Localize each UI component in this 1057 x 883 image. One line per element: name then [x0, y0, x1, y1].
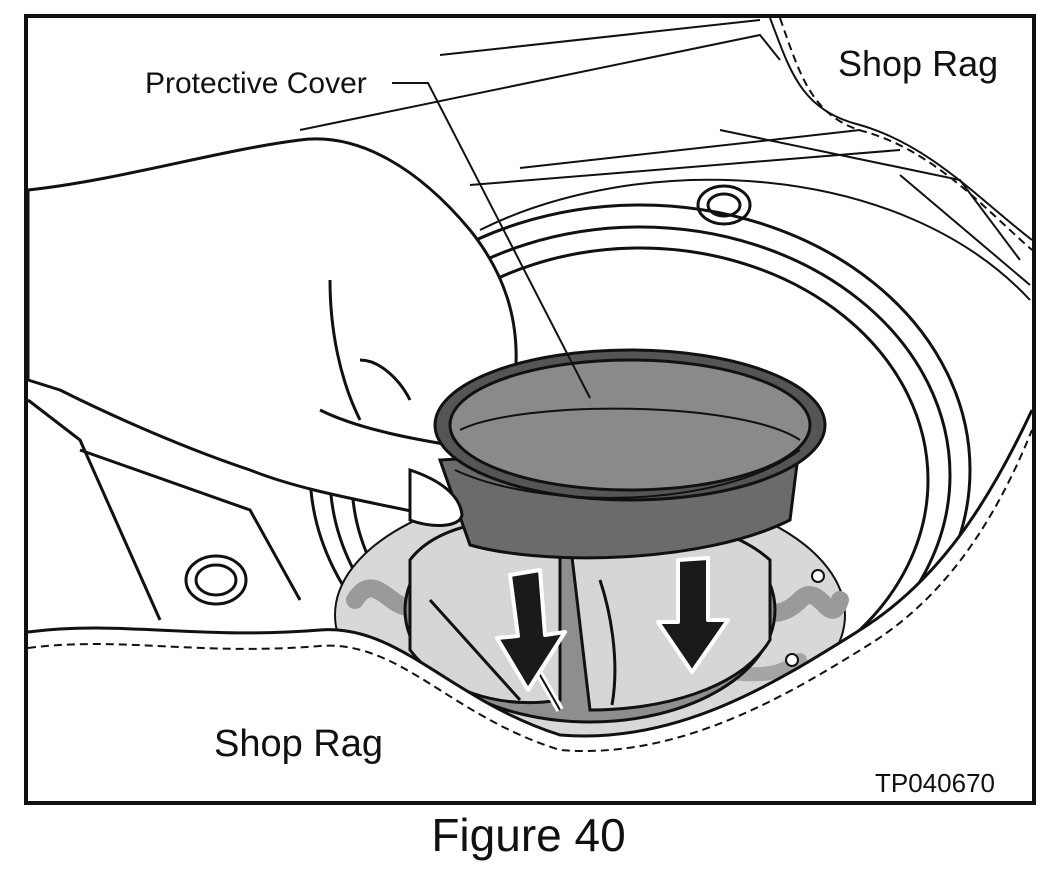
figure-caption: Figure 40: [431, 809, 626, 861]
hand-fingertip: [408, 467, 464, 527]
arrow-down-icon: [656, 556, 730, 674]
mounting-hole: [696, 184, 752, 226]
arrow-down-icon: [495, 568, 567, 692]
part-number-label: TP040670: [875, 768, 995, 798]
hand-icon: [26, 137, 518, 522]
protective-cover-icon: [433, 348, 827, 560]
callout-leader-line: [392, 82, 591, 399]
shop-rag-label-top: Shop Rag: [838, 43, 998, 84]
shop-rag-top: [769, 17, 1033, 251]
fuel-pump-unit: [403, 496, 777, 724]
shop-rag-bottom: [27, 409, 1034, 800]
tank-side-panel: [27, 398, 302, 621]
callout-label: Protective Cover: [145, 67, 367, 100]
mounting-hole: [184, 554, 248, 606]
shop-rag-label-bottom: Shop Rag: [214, 723, 383, 765]
